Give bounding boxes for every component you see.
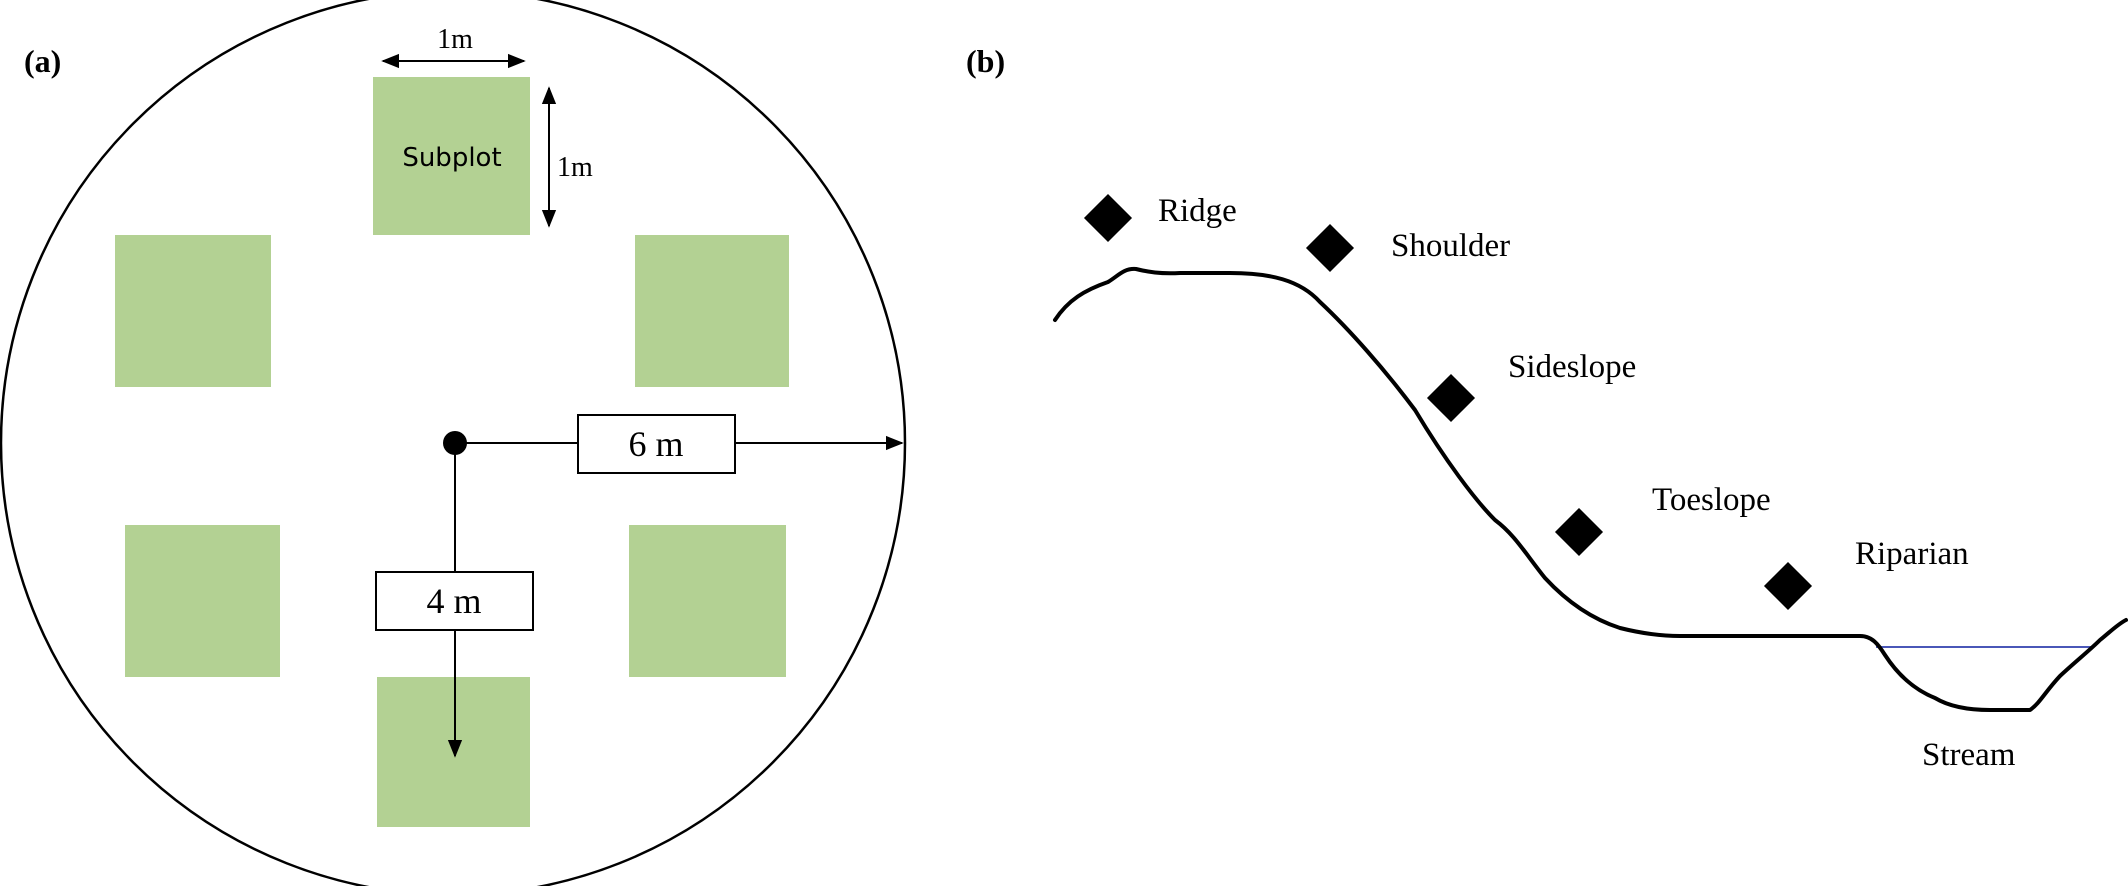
panel-b-label: (b)	[966, 43, 1005, 79]
subplot-label: Subplot	[402, 143, 501, 173]
terrain-profile	[1053, 266, 2128, 712]
subplot-upper-right	[635, 235, 789, 387]
radius-4m-label: 4 m	[426, 581, 481, 621]
radius-4m-box	[375, 571, 534, 631]
subplot-lower-left	[125, 525, 280, 677]
radius-6m-box	[577, 414, 736, 474]
riparian-label: Riparian	[1855, 536, 1969, 572]
toeslope-label: Toeslope	[1652, 482, 1771, 518]
shoulder-marker	[1305, 223, 1355, 273]
ridge-label: Ridge	[1158, 193, 1237, 229]
panel-b: (b) Ridge Shoulder Sideslope Toeslope Ri…	[966, 43, 2128, 773]
radius-6m-label: 6 m	[628, 424, 683, 464]
sideslope-label: Sideslope	[1508, 349, 1636, 385]
width-dimension-label: 1m	[437, 24, 473, 55]
plot-center-point	[443, 431, 467, 455]
ridge-marker	[1083, 193, 1133, 243]
panel-a-label: (a)	[24, 43, 61, 79]
subplot-lower-right	[629, 525, 786, 677]
sideslope-marker	[1426, 373, 1476, 423]
toeslope-marker	[1554, 507, 1604, 557]
plot-circle	[0, 0, 907, 886]
riparian-marker	[1763, 561, 1813, 611]
subplot-top	[373, 77, 530, 235]
panel-a: (a) Subplot 1m 1m 6 m 4 m	[0, 0, 907, 886]
subplot-bottom	[377, 677, 530, 827]
height-dimension-label: 1m	[557, 152, 593, 183]
shoulder-label: Shoulder	[1391, 228, 1510, 264]
subplot-upper-left	[115, 235, 271, 387]
stream-label: Stream	[1922, 737, 2016, 773]
